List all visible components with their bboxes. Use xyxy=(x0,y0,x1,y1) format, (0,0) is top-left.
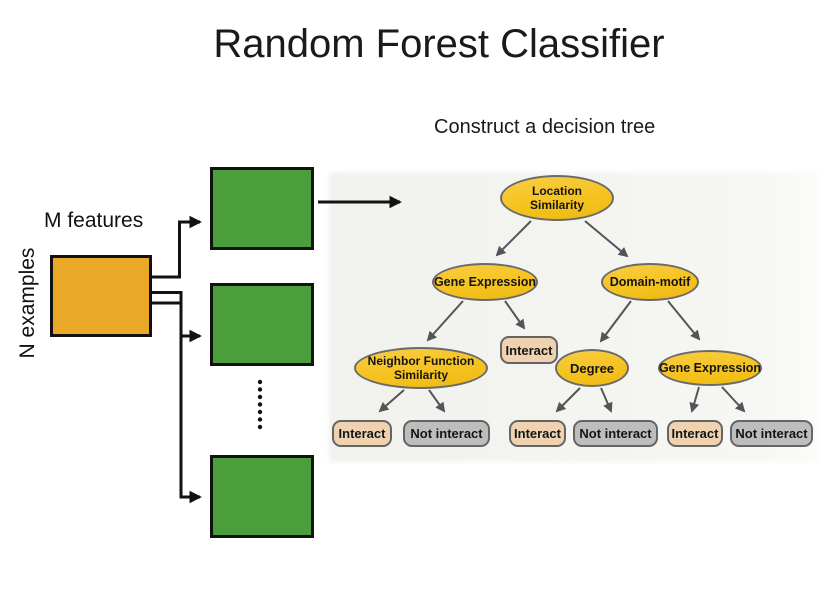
node-label: Location Similarity xyxy=(529,183,585,212)
leaf-interact-mid: Interact xyxy=(500,336,558,364)
arrow-domainmotif-left xyxy=(599,300,632,343)
arrow-domainmotif-right xyxy=(667,300,701,341)
page-title: Random Forest Classifier xyxy=(213,22,665,66)
leaf-not-interact-2: Not interact xyxy=(573,420,658,447)
tree-node-gene-expression: Gene Expression xyxy=(432,263,538,301)
leaf-not-interact-1: Not interact xyxy=(403,420,490,447)
tree-background xyxy=(329,172,818,462)
arrow-root-right xyxy=(584,220,629,258)
arrow-geneexp2-left xyxy=(689,386,700,413)
leaf-label: Interact xyxy=(514,426,561,441)
tree-arrows xyxy=(378,220,746,413)
tree-node-neighbor-function-similarity: Neighbor Function Similarity xyxy=(354,347,488,389)
leaf-label: Not interact xyxy=(410,426,483,441)
arrow-nfs-right xyxy=(428,389,446,413)
leaf-label: Interact xyxy=(671,426,719,441)
leaf-label: Not interact xyxy=(579,426,652,441)
node-label: Gene Expression xyxy=(658,361,762,375)
sampling-connectors xyxy=(152,195,402,504)
arrow-root-left xyxy=(495,220,532,257)
tree-node-domain-motif: Domain-motif xyxy=(601,263,699,301)
ellipsis-dots xyxy=(257,379,263,430)
arrow-geneexp-right xyxy=(504,300,526,330)
leaf-interact-2: Interact xyxy=(509,420,566,447)
leaf-not-interact-3: Not interact xyxy=(730,420,813,447)
arrow-geneexp-left xyxy=(426,300,464,342)
node-label: Gene Expression xyxy=(433,275,537,289)
arrow-nfs-left xyxy=(378,389,405,413)
arrow-degree-left xyxy=(555,387,581,413)
bootstrap-sample-1 xyxy=(210,167,314,250)
connector-sample-1 xyxy=(152,215,202,279)
node-label: Neighbor Function Similarity xyxy=(367,353,475,382)
node-label: Degree xyxy=(569,360,615,376)
bootstrap-sample-2 xyxy=(210,283,314,366)
tree-node-degree: Degree xyxy=(555,349,629,387)
connector-sample-3 xyxy=(152,291,202,504)
m-features-label: M features xyxy=(44,209,144,232)
leaf-interact-1: Interact xyxy=(332,420,392,447)
tree-node-root: Location Similarity xyxy=(500,175,614,221)
leaf-interact-3: Interact xyxy=(667,420,723,447)
node-label: Domain-motif xyxy=(609,275,691,289)
arrow-geneexp2-right xyxy=(721,386,746,413)
leaf-label: Not interact xyxy=(735,426,808,441)
tree-node-gene-expression-2: Gene Expression xyxy=(658,350,762,386)
arrow-degree-right xyxy=(600,387,613,413)
tree-heading: Construct a decision tree xyxy=(434,116,656,138)
leaf-label: Interact xyxy=(338,426,386,441)
feature-matrix xyxy=(50,255,152,337)
leaf-label: Interact xyxy=(505,342,553,358)
bootstrap-sample-n xyxy=(210,455,314,538)
